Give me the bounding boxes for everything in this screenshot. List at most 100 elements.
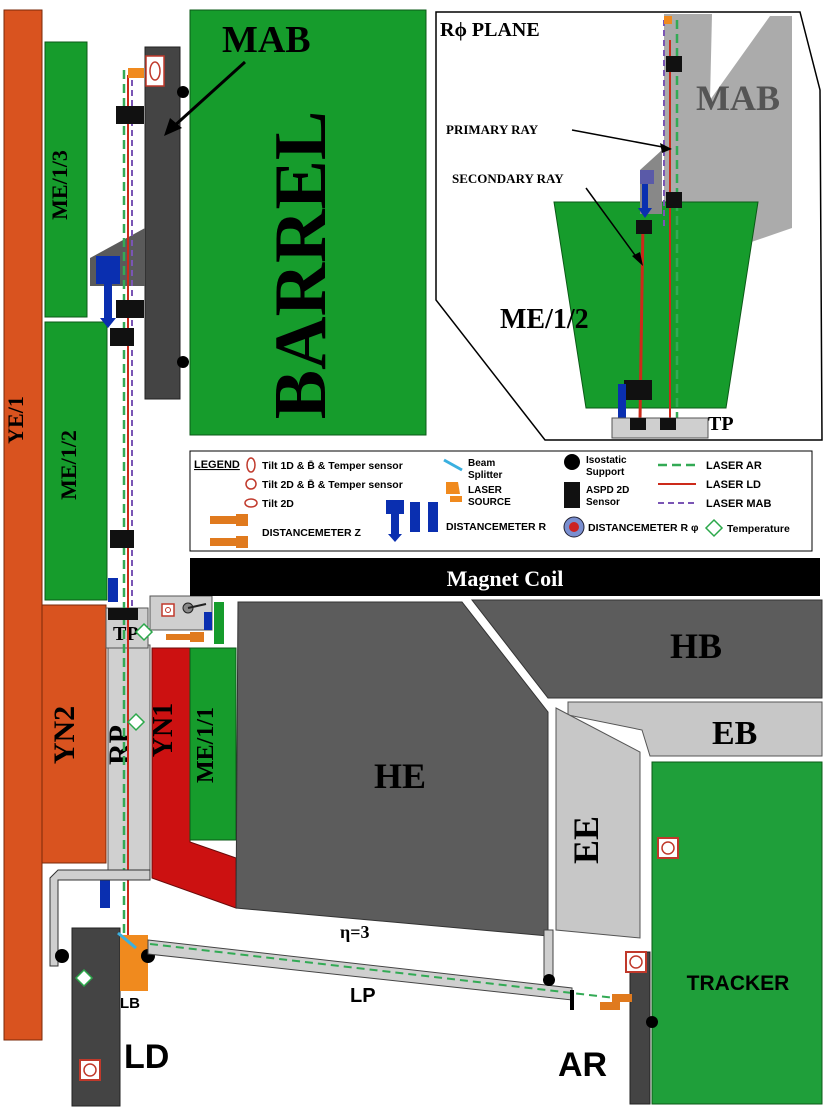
inset-title: Rϕ PLANE bbox=[440, 19, 540, 41]
primary-ray-label: PRIMARY RAY bbox=[446, 122, 539, 137]
legend-distancemeter-r-icon-3 bbox=[428, 502, 438, 532]
eb-label: EB bbox=[712, 715, 757, 752]
tilt-2d-b-icon-ring bbox=[83, 1063, 97, 1077]
mab-distancemeter-arrow bbox=[100, 318, 116, 328]
legend-tilt2d-b: Tilt 2D & B̄ & Temper sensor bbox=[262, 479, 403, 491]
ar-distancemeter-z bbox=[612, 994, 632, 1002]
legend-distancemeter-z-icon bbox=[210, 516, 236, 524]
mab-column bbox=[144, 46, 181, 400]
legend-distancemeter-z-icon-head bbox=[236, 514, 248, 526]
legend-distancemeter-z-icon-2-head bbox=[236, 536, 248, 548]
tracker-region bbox=[651, 761, 823, 1105]
tilt-2d-b-icon-ring bbox=[661, 841, 675, 855]
primary-ray-pointer bbox=[571, 129, 669, 149]
legend-isostatic-2: Support bbox=[586, 467, 625, 478]
tracker-label: TRACKER bbox=[687, 972, 790, 995]
tp-distancemeter-z-head bbox=[190, 632, 204, 642]
legend-laser-ar: LASER AR bbox=[706, 460, 762, 472]
tp-distancemeter-r bbox=[204, 612, 212, 630]
ar-label: AR bbox=[558, 1046, 607, 1084]
inset-distancemeter-arrow bbox=[638, 208, 652, 218]
yn2-yoke bbox=[41, 604, 107, 864]
me12-label: ME/1/2 bbox=[56, 430, 81, 500]
tp-arm bbox=[149, 595, 213, 631]
tilt-2d-icon-dot bbox=[165, 607, 171, 613]
mab-distancemeter-r-rod bbox=[104, 284, 112, 318]
ee-label: EE bbox=[566, 816, 606, 864]
legend-beam-splitter-1: Beam bbox=[468, 458, 495, 469]
ar-sensor bbox=[570, 990, 574, 1010]
inset-tp-label: TP bbox=[708, 413, 734, 435]
magnet-coil bbox=[190, 558, 820, 596]
me11-label: ME/1/1 bbox=[193, 707, 219, 783]
me13-label: ME/1/3 bbox=[47, 150, 72, 220]
rp-distancemeter-r bbox=[108, 578, 118, 602]
legend-dist-rphi: DISTANCEMETER R φ bbox=[588, 522, 699, 534]
inset-me12-chamber bbox=[553, 201, 759, 409]
lb-label: LB bbox=[120, 995, 140, 1012]
inset-distancemeter-r-rod bbox=[642, 184, 648, 208]
he-label: HE bbox=[374, 756, 426, 796]
tilt-1d-icon bbox=[145, 55, 165, 87]
ar-support bbox=[543, 974, 555, 986]
ar-distancemeter-z-2 bbox=[600, 1002, 620, 1010]
mab-distancemeter-r bbox=[96, 256, 120, 284]
ld-support-frame bbox=[49, 869, 151, 967]
yn1-label: YN1 bbox=[148, 703, 179, 757]
legend-box bbox=[189, 450, 813, 552]
aspd-sensor bbox=[110, 328, 134, 346]
me13-chamber bbox=[44, 41, 88, 318]
legend-tilt-1d-icon bbox=[246, 457, 256, 473]
legend-laser-source-icon bbox=[446, 482, 460, 494]
legend-distancemeter-r-icon-2 bbox=[410, 502, 420, 532]
inset-aspd-sensor bbox=[636, 220, 652, 234]
legend-temperature-icon bbox=[704, 518, 724, 538]
barrel-label: BARREL bbox=[260, 111, 342, 419]
legend-tilt-2d-icon bbox=[244, 498, 258, 508]
ld-distancemeter-r bbox=[100, 880, 110, 908]
legend-laser-source-1: LASER bbox=[468, 485, 503, 496]
aspd-sensor bbox=[110, 530, 134, 548]
inset-distancemeter-r-lower bbox=[618, 384, 626, 420]
legend-laser-ld: LASER LD bbox=[706, 479, 761, 491]
ye1-yoke bbox=[3, 9, 43, 1041]
mab-pointer-arrowhead bbox=[164, 118, 182, 136]
ld-label: LD bbox=[124, 1038, 169, 1076]
secondary-ray-pointer bbox=[585, 187, 641, 263]
legend-beam-splitter-2: Splitter bbox=[468, 470, 503, 481]
legend-distancemeter-z-icon-2 bbox=[210, 538, 236, 546]
lb-laser-source bbox=[120, 935, 148, 991]
he-region bbox=[235, 601, 549, 937]
ar-support-right bbox=[646, 1016, 658, 1028]
legend-laser-source-icon-base bbox=[450, 496, 462, 502]
legend-tilt2d: Tilt 2D bbox=[262, 498, 294, 510]
mab-support-top bbox=[177, 86, 189, 98]
legend-beam-splitter-icon bbox=[443, 458, 463, 472]
secondary-ray-arrowhead bbox=[632, 252, 643, 266]
primary-ray-arrowhead bbox=[660, 143, 672, 153]
beam-splitter-icon bbox=[117, 931, 137, 950]
rp-label: RP bbox=[103, 725, 136, 765]
temperature-icon bbox=[134, 622, 154, 642]
tp-green-tab bbox=[214, 602, 224, 644]
aspd-sensor bbox=[116, 106, 144, 124]
legend-laser-mab: LASER MAB bbox=[706, 498, 771, 510]
eta-label: η=3 bbox=[340, 922, 369, 942]
secondary-ray-label: SECONDARY RAY bbox=[452, 171, 564, 186]
inset-aspd-sensor bbox=[624, 380, 652, 400]
legend-distancemeter-r-icon-rod bbox=[391, 514, 399, 534]
ld-support bbox=[55, 949, 69, 963]
inset-aspd-sensor bbox=[666, 56, 682, 72]
legend-aspd-2: Sensor bbox=[586, 497, 620, 508]
lp-label: LP bbox=[350, 985, 376, 1007]
barrel-region bbox=[189, 9, 427, 436]
magnet-coil-label: Magnet Coil bbox=[447, 566, 564, 591]
ar-support-rod bbox=[543, 929, 554, 981]
mab-laser-source bbox=[128, 68, 144, 78]
legend-tilt1d: Tilt 1D & B̄ & Temper sensor bbox=[262, 460, 403, 472]
legend-distancemeter-r-icon-arrow bbox=[388, 534, 402, 542]
yn2-label: YN2 bbox=[48, 706, 81, 764]
tilt-2d-b-icon bbox=[79, 1059, 101, 1081]
tp-label: TP bbox=[113, 623, 139, 645]
aspd-sensor bbox=[108, 608, 138, 620]
